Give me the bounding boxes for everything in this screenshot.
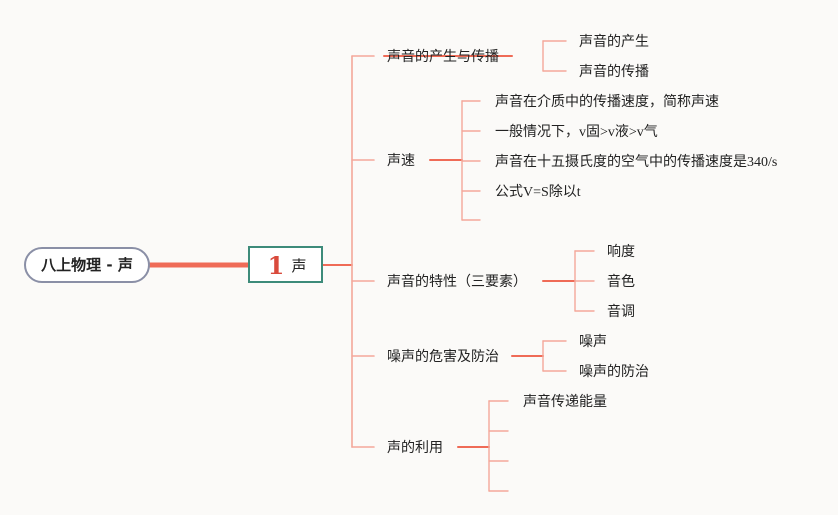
leaf-text[interactable]: 噪声 xyxy=(579,334,607,350)
leaf-text[interactable]: 响度 xyxy=(607,244,635,260)
leaf-text[interactable]: 公式V=S除以t xyxy=(495,184,581,200)
branch-label-speed[interactable]: 声速 xyxy=(387,153,415,169)
connector-lines xyxy=(146,40,595,492)
leaf-text[interactable]: 声音在十五摄氏度的空气中的传播速度是340/s xyxy=(495,153,777,170)
root-node[interactable]: 八上物理 - 声 xyxy=(24,247,150,283)
leaf-text[interactable]: 声音的产生 xyxy=(579,33,649,50)
leaf-text[interactable]: 声音的传播 xyxy=(579,63,649,80)
leaf-text[interactable]: 声音传递能量 xyxy=(523,393,607,410)
leaf-text[interactable]: 音色 xyxy=(607,273,635,290)
leaf-text[interactable]: 声音在介质中的传播速度，简称声速 xyxy=(495,93,719,110)
branch-label-characteristics[interactable]: 声音的特性（三要素） xyxy=(387,273,527,290)
leaf-text[interactable]: 一般情况下，v固>v液>v气 xyxy=(495,124,658,140)
branch-label-production[interactable]: 声音的产生与传播 xyxy=(387,48,499,65)
branch-label-uses[interactable]: 声的利用 xyxy=(387,440,443,456)
leaf-text[interactable]: 音调 xyxy=(607,303,635,320)
topic-number-badge: 1 xyxy=(268,251,285,280)
leaf-text[interactable]: 噪声的防治 xyxy=(579,364,649,380)
root-label: 八上物理 - 声 xyxy=(40,256,133,274)
main-topic-node[interactable]: 1 声 xyxy=(248,246,323,283)
main-topic-label: 声 xyxy=(291,257,306,275)
branch-label-noise[interactable]: 噪声的危害及防治 xyxy=(387,349,499,365)
